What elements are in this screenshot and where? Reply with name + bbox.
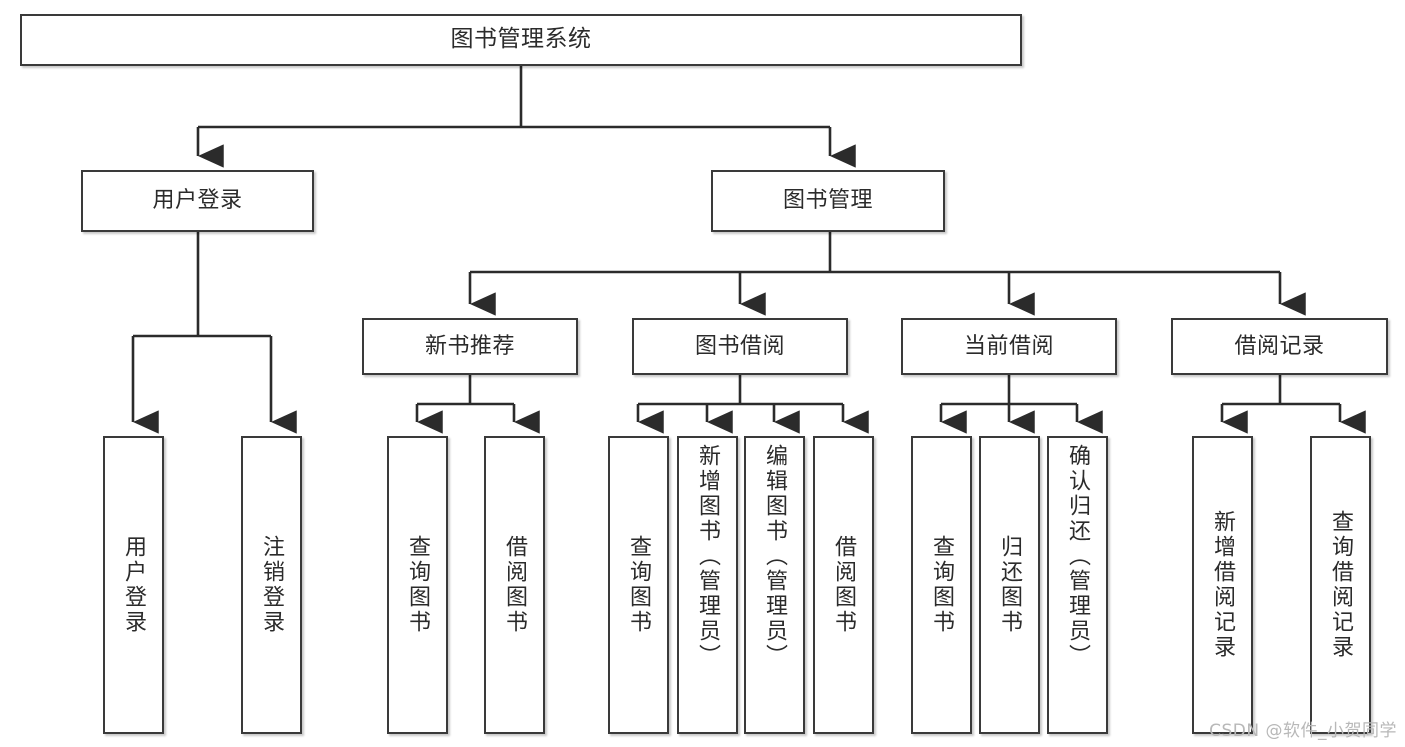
node-leaf-add-record-label: 新增借阅记录 — [1210, 510, 1236, 660]
node-leaf-borrow-book-2[interactable]: 借阅图书 — [813, 436, 874, 734]
node-book-borrow-label: 图书借阅 — [694, 333, 785, 359]
node-leaf-user-logout-label: 注销登录 — [259, 535, 285, 635]
node-leaf-query-book-1-label: 查询图书 — [405, 535, 431, 635]
node-root-system-label: 图书管理系统 — [450, 26, 592, 53]
node-leaf-borrow-book-2-label: 借阅图书 — [831, 535, 857, 635]
node-leaf-query-book-2-label: 查询图书 — [626, 535, 652, 635]
node-leaf-query-record-label: 查询借阅记录 — [1328, 510, 1354, 660]
node-leaf-query-record[interactable]: 查询借阅记录 — [1310, 436, 1371, 734]
node-book-management[interactable]: 图书管理 — [711, 170, 945, 232]
node-leaf-confirm-return-label: 确认归还（管理员） — [1065, 444, 1091, 669]
node-leaf-borrow-book-1-label: 借阅图书 — [502, 535, 528, 635]
node-book-management-label: 图书管理 — [782, 188, 873, 214]
node-current-borrow[interactable]: 当前借阅 — [901, 318, 1117, 375]
node-leaf-user-login[interactable]: 用户登录 — [103, 436, 164, 734]
node-leaf-return-book[interactable]: 归还图书 — [979, 436, 1040, 734]
node-borrow-record-label: 借阅记录 — [1234, 333, 1325, 359]
node-root-system[interactable]: 图书管理系统 — [20, 14, 1022, 66]
node-user-login-label: 用户登录 — [152, 188, 243, 214]
node-new-book-recommend[interactable]: 新书推荐 — [362, 318, 578, 375]
node-new-book-recommend-label: 新书推荐 — [424, 333, 515, 359]
node-borrow-record[interactable]: 借阅记录 — [1171, 318, 1388, 375]
node-leaf-return-book-label: 归还图书 — [997, 535, 1023, 635]
node-leaf-query-book-3-label: 查询图书 — [929, 535, 955, 635]
node-leaf-query-book-3[interactable]: 查询图书 — [911, 436, 972, 734]
node-book-borrow[interactable]: 图书借阅 — [632, 318, 848, 375]
node-leaf-add-book-label: 新增图书（管理员） — [695, 444, 721, 669]
node-leaf-confirm-return[interactable]: 确认归还（管理员） — [1047, 436, 1108, 734]
node-leaf-user-login-label: 用户登录 — [121, 535, 147, 635]
node-leaf-query-book-1[interactable]: 查询图书 — [387, 436, 448, 734]
node-leaf-edit-book[interactable]: 编辑图书（管理员） — [744, 436, 805, 734]
node-current-borrow-label: 当前借阅 — [963, 333, 1054, 359]
node-leaf-borrow-book-1[interactable]: 借阅图书 — [484, 436, 545, 734]
node-leaf-query-book-2[interactable]: 查询图书 — [608, 436, 669, 734]
node-leaf-add-record[interactable]: 新增借阅记录 — [1192, 436, 1253, 734]
node-user-login[interactable]: 用户登录 — [81, 170, 314, 232]
node-leaf-edit-book-label: 编辑图书（管理员） — [762, 444, 788, 669]
node-leaf-add-book[interactable]: 新增图书（管理员） — [677, 436, 738, 734]
csdn-watermark: CSDN @软件_小贺同学 — [1209, 721, 1397, 741]
node-leaf-user-logout[interactable]: 注销登录 — [241, 436, 302, 734]
